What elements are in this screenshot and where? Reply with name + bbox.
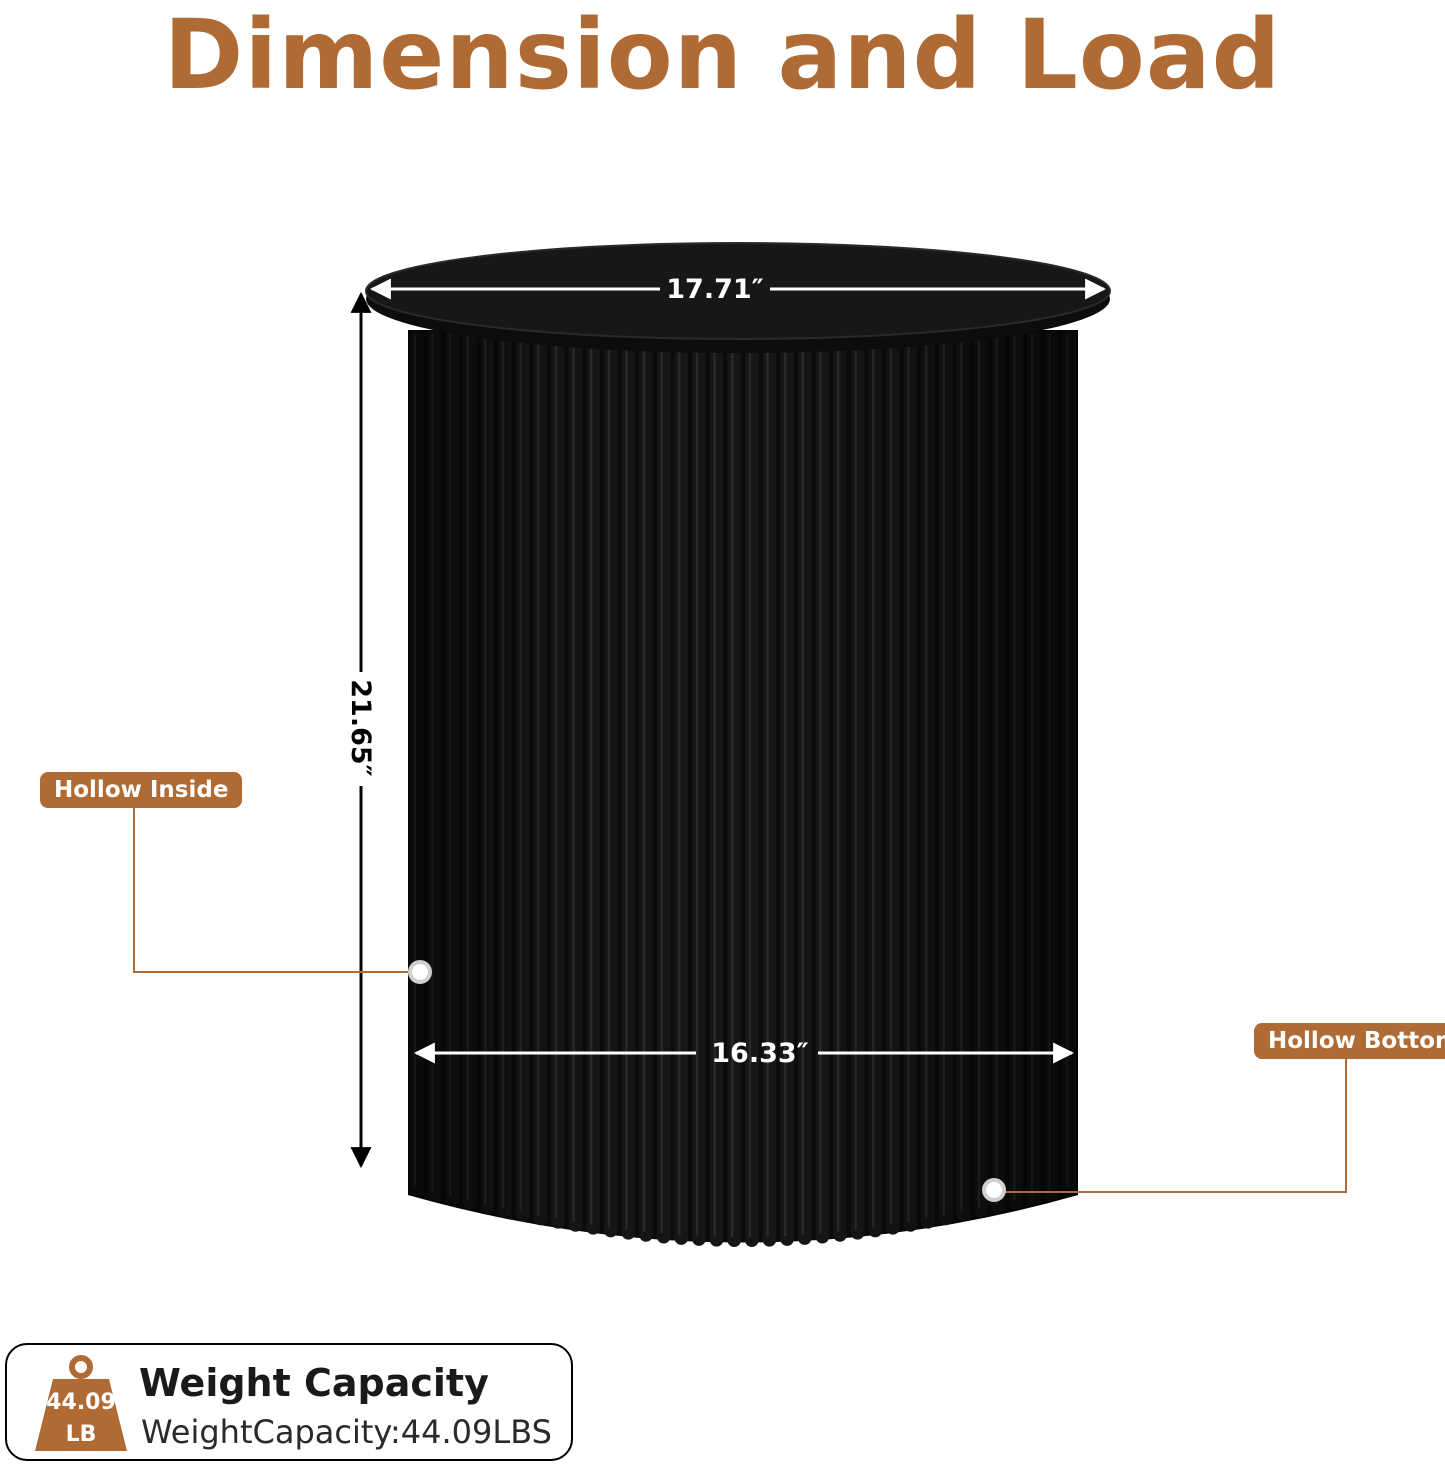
page-title: Dimension and Load: [163, 0, 1282, 111]
height-measurement: 21.65″: [345, 291, 376, 1169]
top-diameter-label: 17.71″: [666, 274, 763, 305]
height-label: 21.65″: [345, 679, 376, 776]
weight-capacity-heading: Weight Capacity: [139, 1361, 489, 1405]
weight-icon: 44.09 LB: [35, 1355, 127, 1451]
hollow-bottom-marker: [982, 1178, 1006, 1202]
body-diameter-measurement: 16.33″: [413, 1038, 1075, 1069]
hollow-inside-leader: [133, 806, 432, 984]
hollow-inside-tag: Hollow Inside: [40, 772, 243, 808]
hollow-inside-marker: [408, 960, 432, 984]
weight-capacity-text: WeightCapacity:44.09LBS: [141, 1413, 552, 1451]
weight-icon-unit: LB: [66, 1422, 97, 1447]
body-diameter-label: 16.33″: [711, 1038, 808, 1069]
top-diameter-measurement: 17.71″: [369, 274, 1107, 305]
weight-capacity-card: 44.09 LB Weight Capacity WeightCapacity:…: [5, 1343, 573, 1461]
hollow-bottom-tag: Hollow Bottom: [1254, 1023, 1445, 1059]
weight-icon-value: 44.09: [46, 1390, 116, 1415]
hollow-bottom-leader: [982, 1058, 1347, 1202]
table-body: [408, 330, 1078, 1247]
table-top: [365, 242, 1111, 353]
